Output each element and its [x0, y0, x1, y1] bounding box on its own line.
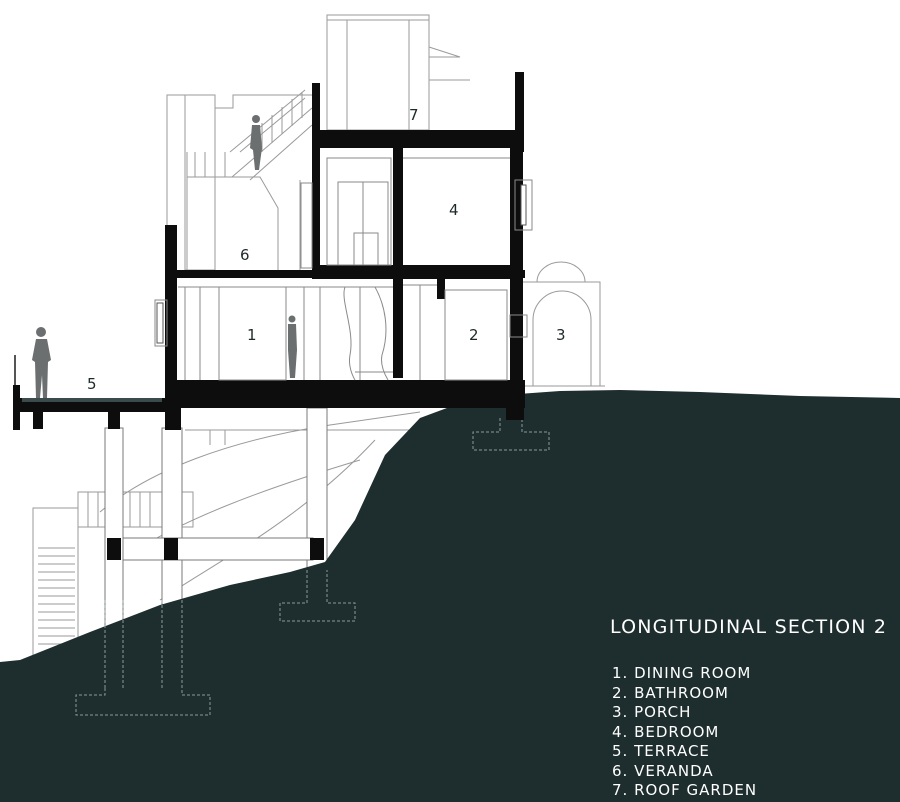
room-number-7: 7	[409, 106, 419, 124]
house-walls	[165, 72, 525, 430]
legend-list: 1. DINING ROOM 2. BATHROOM 3. PORCH 4. B…	[610, 664, 900, 801]
legend: LONGITUDINAL SECTION 2 1. DINING ROOM 2.…	[610, 616, 900, 801]
human-figures	[32, 115, 297, 398]
legend-item: 3. PORCH	[612, 703, 692, 721]
terrace-slab	[13, 355, 165, 430]
legend-item: 4. BEDROOM	[612, 722, 720, 741]
ground	[0, 390, 900, 802]
legend-item: 1. DINING ROOM	[612, 664, 752, 682]
room-number-2: 2	[469, 326, 479, 344]
drawing-title: LONGITUDINAL SECTION 2	[610, 616, 888, 638]
room-number-6: 6	[240, 246, 250, 264]
interior-lines	[154, 157, 533, 381]
veranda-back	[166, 89, 313, 271]
roof-garden-pergola	[326, 14, 470, 131]
legend-item: 6. VERANDA	[612, 761, 714, 780]
foundations	[75, 418, 550, 716]
room-number-3: 3	[556, 326, 566, 344]
porch-arch	[521, 261, 605, 387]
legend-item: 5. TERRACE	[612, 742, 710, 760]
window-fills	[156, 184, 527, 344]
room-number-4: 4	[449, 201, 459, 219]
room-number-1: 1	[247, 326, 257, 344]
column-joints	[107, 538, 324, 560]
legend-item: 2. BATHROOM	[612, 683, 729, 702]
legend-item: 7. ROOF GARDEN	[612, 781, 758, 799]
room-number-5: 5	[87, 375, 97, 393]
